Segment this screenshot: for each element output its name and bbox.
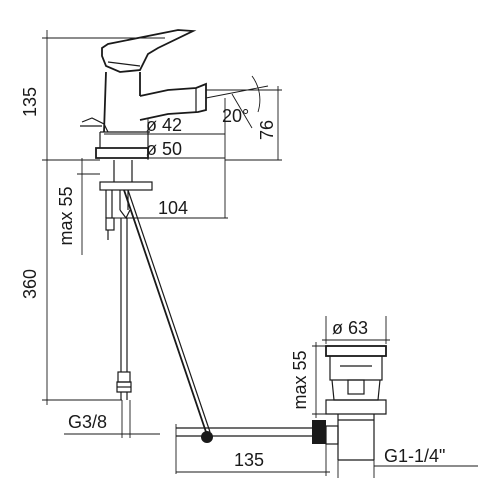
hose-thread-label: G3/8 [68, 412, 107, 432]
hose-thread-dimension [64, 400, 160, 438]
waste-dimensions [176, 316, 478, 478]
dia-50-label: ø 50 [146, 139, 182, 159]
waste-lever-block [312, 420, 326, 444]
spout-dimensions [205, 75, 282, 218]
length-135-label: 135 [234, 450, 264, 470]
left-dimension-lines [42, 30, 165, 405]
max-55-right-label: max 55 [290, 350, 310, 409]
height-76-label: 76 [257, 120, 277, 140]
dia-63-label: ø 63 [332, 318, 368, 338]
mounting-assembly [99, 160, 225, 443]
faucet-body [80, 29, 207, 159]
waste-thread-label: G1-1/4" [384, 446, 445, 466]
diameter-lines [98, 118, 225, 160]
height-360-label: 360 [20, 269, 40, 299]
angle-label: 20° [222, 106, 249, 126]
dia-42-label: ø 42 [146, 115, 182, 135]
height-135-label: 135 [20, 87, 40, 117]
max-55-left-label: max 55 [56, 186, 76, 245]
reach-104-label: 104 [158, 198, 188, 218]
waste-assembly [175, 345, 387, 474]
rod-joint [201, 431, 213, 443]
